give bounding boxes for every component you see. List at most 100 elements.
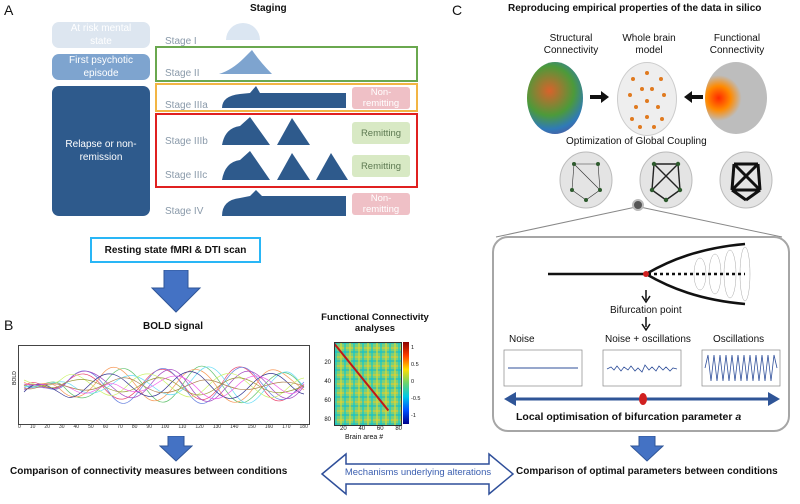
functional-brain-image [705, 62, 767, 134]
stage-iiib-shape-1 [222, 117, 270, 145]
zoom-lines [495, 199, 783, 238]
remitting-tag-1: Remitting [352, 122, 410, 144]
bold-ylabel: BOLD [11, 371, 18, 385]
non-remitting-tag-2: Non-remitting [352, 193, 410, 215]
bold-xtick: 150 [247, 424, 256, 430]
bold-xtick: 160 [264, 424, 274, 430]
whole-brain-model-image [617, 62, 677, 136]
bold-xtick: 60 [102, 424, 109, 430]
bold-xtick: 100 [161, 424, 170, 430]
panel-b-letter: B [4, 317, 14, 333]
sc-label: Structural Connectivity [543, 33, 599, 56]
signal-panels [503, 349, 781, 387]
stage-iiic-shape-2 [277, 153, 310, 180]
noise-osc-label: Noise + oscillations [605, 334, 691, 345]
bold-title: BOLD signal [143, 321, 204, 332]
remitting-tag-2: Remitting [352, 155, 410, 177]
orange-frame [155, 83, 418, 112]
non-remitting-label-2: Non-remitting [362, 193, 400, 215]
fc-xlabel: Brain area # [345, 434, 384, 441]
stage-i-label: Stage I [165, 36, 197, 47]
non-remitting-label-1: Non-remitting [362, 87, 400, 109]
bold-xtick: 170 [282, 424, 291, 430]
arrow-left-fc [684, 91, 703, 103]
cbar-tick: 0 [411, 379, 415, 385]
relapse-label: Relapse or non-remission [65, 139, 137, 163]
local-opt-label: Local optimisation of bifurcation parame… [516, 411, 741, 423]
oscillations-label: Oscillations [713, 334, 765, 345]
arrow-down-bif [641, 317, 651, 331]
fc-colorbar [403, 342, 409, 424]
panel-c-conclusion: Comparison of optimal parameters between… [516, 466, 778, 477]
fc-matrix [334, 342, 402, 426]
scan-box: Resting state fMRI & DTI scan [90, 237, 261, 263]
cbar-tick: -0.5 [411, 396, 421, 402]
fc-xticks: 20 40 60 80 [340, 426, 402, 432]
bold-xtick: 120 [195, 424, 204, 430]
bold-plot [18, 345, 310, 425]
first-episode-label: First psychotic episode [69, 55, 133, 79]
at-risk-label: At risk mental state [70, 23, 132, 47]
bold-xtick: 90 [146, 424, 152, 430]
optimization-label: Optimization of Global Coupling [566, 136, 707, 147]
bold-xtick: 30 [58, 424, 65, 430]
stage-iv-label: Stage IV [165, 206, 204, 217]
arrow-right-sc [590, 91, 609, 103]
bold-xtick: 10 [29, 424, 36, 430]
bold-xtick: 0 [18, 424, 21, 430]
mechanisms-label: Mechanisms underlying alterations [344, 467, 492, 478]
bold-xtick: 70 [117, 424, 123, 430]
coupling-networks [559, 151, 773, 209]
red-frame [155, 113, 418, 188]
cbar-tick: -1 [411, 413, 416, 419]
panel-a-letter: A [4, 2, 14, 18]
fc-analyses-title: Functional Connectivity analyses [321, 312, 429, 334]
bold-xtick: 80 [131, 424, 138, 430]
wbm-nodes [628, 71, 666, 129]
mechanisms-arrow [320, 452, 515, 496]
stage-iiia-shape [222, 86, 346, 108]
fc-ytick: 20 [324, 360, 331, 366]
panel-c-title: Reproducing empirical properties of the … [508, 3, 762, 14]
cbar-tick: 1 [411, 345, 415, 351]
local-opt-text: Local optimisation of bifurcation parame… [516, 411, 733, 423]
bold-xtick: 180 [299, 424, 308, 430]
bold-xtick: 130 [212, 424, 222, 430]
bold-xtick: 40 [73, 424, 80, 430]
down-arrow-b [159, 436, 193, 462]
down-arrow-a [150, 270, 202, 313]
fc-xtick: 80 [395, 426, 402, 432]
stage-iv-shape [222, 190, 346, 216]
fc-xtick: 40 [358, 426, 366, 432]
stage-iiib-shape-2 [277, 118, 310, 145]
down-arrow-c [630, 436, 664, 462]
bifurcation-point-marker [643, 271, 649, 277]
fc-yticks: 20 40 60 80 [319, 354, 331, 430]
noise-label: Noise [509, 334, 535, 345]
bold-xtick: 110 [178, 424, 187, 430]
at-risk-box: At risk mental state [52, 22, 150, 48]
wbm-label: Whole brain model [622, 33, 676, 56]
first-episode-box: First psychotic episode [52, 54, 150, 80]
bifurcation-diagram [548, 242, 751, 306]
fc-xtick: 60 [376, 426, 384, 432]
staging-shapes [219, 23, 348, 216]
bold-signal-lines [23, 365, 305, 404]
bold-xtick: 20 [44, 424, 50, 430]
fc-colorbar-ticks: 1 0.5 0 -0.5 -1 [411, 340, 420, 425]
stage-iiic-label: Stage IIIc [165, 170, 208, 181]
stage-ii-shape [219, 50, 272, 74]
fc-ytick: 60 [324, 398, 331, 404]
staging-title: Staging [250, 3, 287, 14]
stage-iiic-shape-1 [222, 151, 270, 180]
remitting-label-2: Remitting [360, 160, 402, 172]
stage-iiib-label: Stage IIIb [165, 136, 208, 147]
bold-xtick: 50 [88, 424, 94, 430]
cbar-tick: 0.5 [411, 362, 419, 368]
param-symbol: a [735, 411, 742, 423]
stage-iiia-label: Stage IIIa [165, 100, 208, 111]
non-remitting-tag-1: Non-remitting [352, 87, 410, 109]
fc-ytick: 40 [324, 379, 331, 385]
panel-c-letter: C [452, 2, 463, 18]
